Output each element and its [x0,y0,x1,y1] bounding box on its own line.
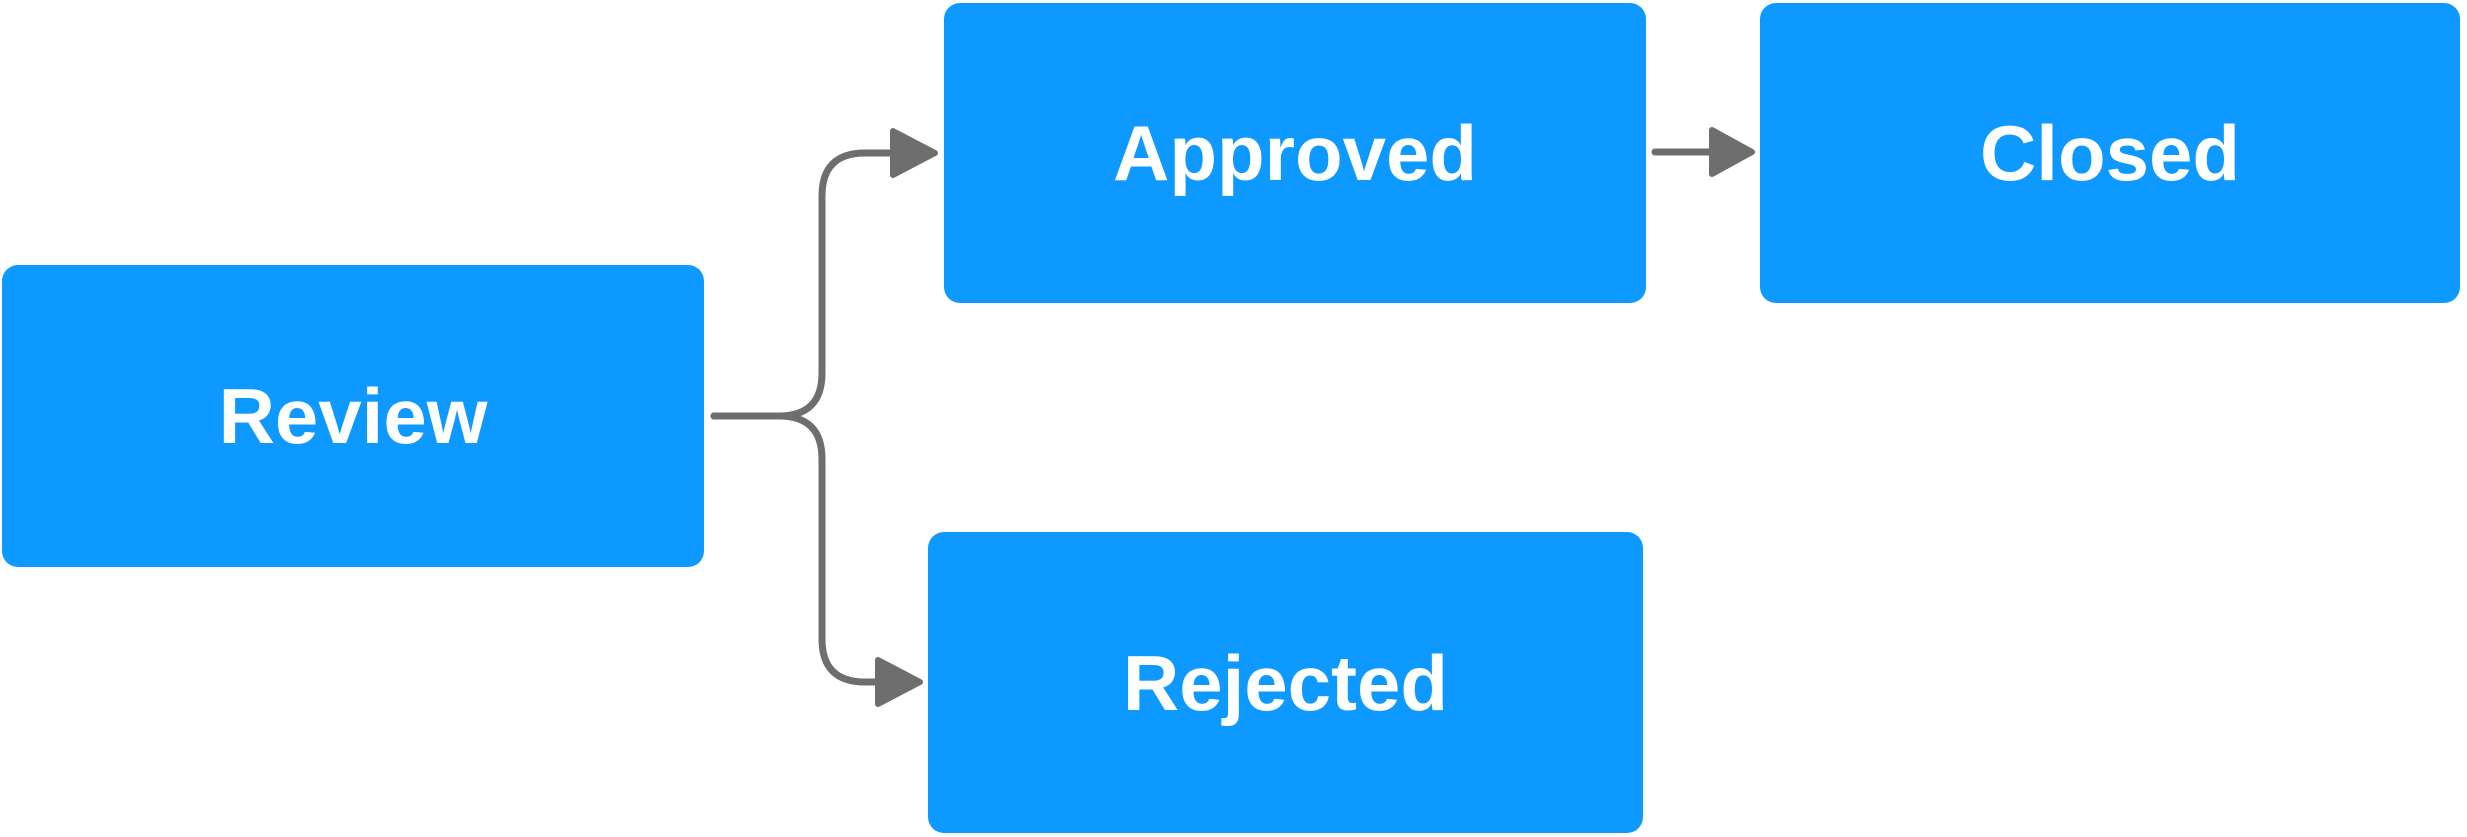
edge-review-rejected [710,412,882,686]
node-approved[interactable]: Approved [944,3,1646,303]
node-review[interactable]: Review [2,265,704,567]
node-closed[interactable]: Closed [1760,3,2460,303]
node-rejected[interactable]: Rejected [928,532,1643,833]
node-approved-label: Approved [1112,109,1478,197]
edge-review-rejected-arrowhead [875,657,923,707]
edge-review-approved-arrowhead [890,128,938,178]
edge-review-approved [710,149,897,420]
node-closed-label: Closed [1979,109,2241,197]
node-rejected-label: Rejected [1122,638,1449,727]
node-review-label: Review [218,372,488,460]
edge-approved-closed-arrowhead [1709,127,1755,177]
